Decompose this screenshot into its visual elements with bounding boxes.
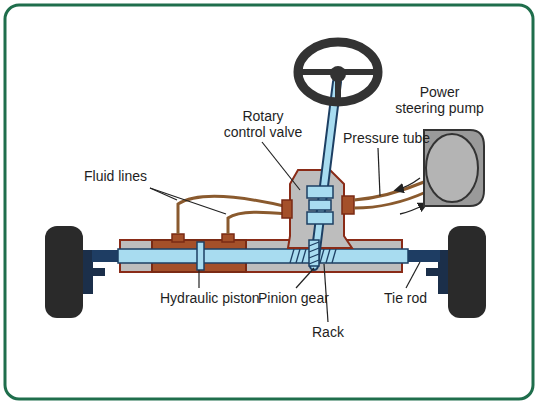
part-label: Tie rod xyxy=(384,290,427,306)
valve-port-left xyxy=(282,200,292,218)
cylinder-port-right xyxy=(222,234,234,242)
cylinder-port-left xyxy=(172,234,184,242)
pump-face xyxy=(426,134,478,202)
pinion-gear xyxy=(309,240,319,266)
flow-arrows xyxy=(396,178,426,214)
pressure-tube xyxy=(354,182,426,208)
part-label: Pressure tube xyxy=(343,130,430,146)
left-hub xyxy=(83,268,105,276)
fluid-lines xyxy=(178,196,288,234)
leader-lines xyxy=(150,142,420,322)
right-hub xyxy=(426,268,448,276)
part-label: Fluid lines xyxy=(84,168,147,184)
column-outline xyxy=(314,82,337,266)
frame-border xyxy=(5,5,533,399)
valve-port-right xyxy=(342,196,354,214)
part-label: Pinion gear xyxy=(258,290,329,306)
right-wheel xyxy=(448,226,486,318)
steering-column xyxy=(314,82,337,266)
steering-wheel xyxy=(298,42,378,102)
pump-body xyxy=(424,130,484,206)
hydraulic-piston xyxy=(197,242,204,270)
pinion-teeth xyxy=(309,242,319,264)
part-label: Rack xyxy=(312,324,344,340)
part-label: Power steering pump xyxy=(394,84,485,116)
left-wheel xyxy=(45,226,83,318)
valve-spool xyxy=(307,186,333,224)
part-label: Rotary control valve xyxy=(222,108,304,140)
wheel-hub xyxy=(330,66,346,82)
part-label: Hydraulic piston xyxy=(160,290,260,306)
rack-bar xyxy=(118,249,408,263)
